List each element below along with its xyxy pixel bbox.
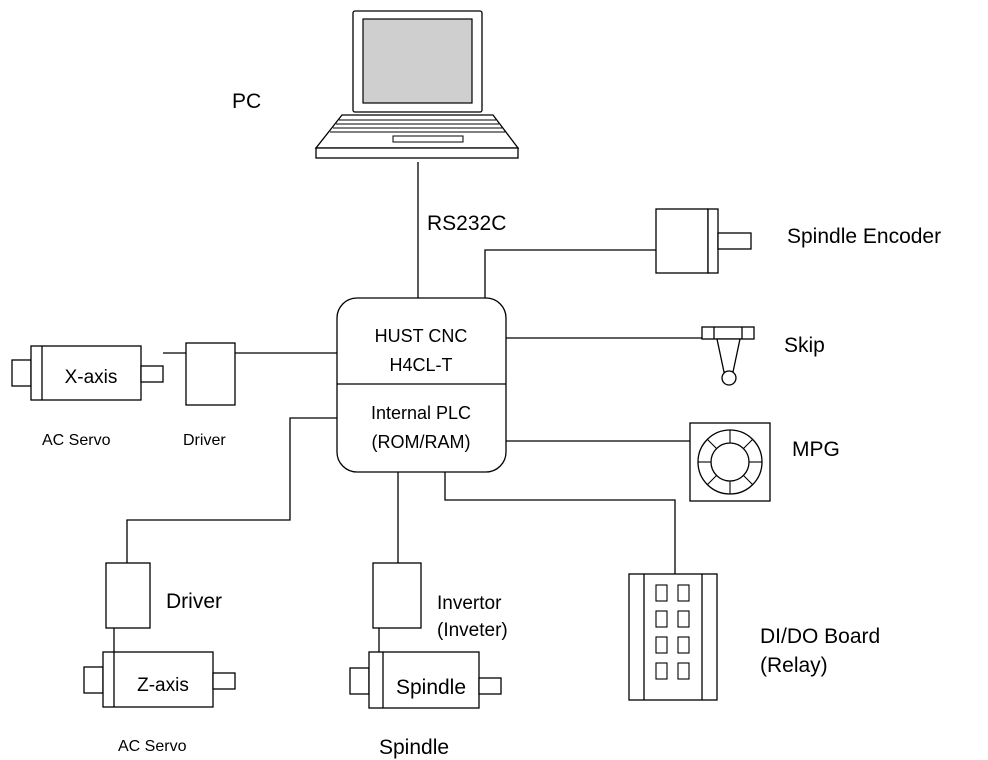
z-axis-servo-icon: Z-axis <box>83 651 236 708</box>
plc-name: Internal PLC <box>371 403 471 423</box>
z-servo-body <box>102 651 214 708</box>
spindle-encoder-icon <box>655 208 752 274</box>
z-axis-label: Z-axis <box>137 675 189 696</box>
skip-probe-icon <box>701 326 755 386</box>
connection-lines <box>113 162 702 652</box>
spindle-motor-label: Spindle <box>396 676 466 699</box>
z-servo-shaft <box>212 672 236 690</box>
laptop-screen <box>362 18 473 104</box>
mpg-label: MPG <box>792 438 840 461</box>
probe-head <box>701 326 755 340</box>
x-axis-servo-icon: X-axis <box>11 345 164 401</box>
x-servo-shaft <box>140 365 164 383</box>
x-axis-label: X-axis <box>65 367 118 388</box>
controller-name: HUST CNC <box>375 326 468 346</box>
x-ac-servo-label: AC Servo <box>42 432 111 449</box>
controller-model: H4CL-T <box>389 355 452 375</box>
skip-label: Skip <box>784 334 825 357</box>
mpg-handwheel-icon <box>689 422 771 502</box>
laptop-touchpad <box>392 135 464 143</box>
z-ac-servo-label: AC Servo <box>118 738 187 755</box>
dido-board-frame <box>628 573 718 701</box>
controller-box <box>336 297 507 473</box>
spindle-body <box>368 651 480 709</box>
dido-relay-label: (Relay) <box>760 654 828 677</box>
x-driver-label: Driver <box>183 432 226 449</box>
laptop-base <box>315 147 519 159</box>
spindle-rear-cap <box>349 667 370 695</box>
plc-memory: (ROM/RAM) <box>372 432 471 452</box>
invertor-label: Invertor <box>437 593 502 614</box>
z-servo-rear-cap <box>83 666 104 694</box>
x-servo-rear-cap <box>11 359 32 387</box>
encoder-connection-line <box>484 249 656 298</box>
dido-board-icon <box>628 573 718 701</box>
invertor-box <box>372 562 422 629</box>
spindle-encoder-label: Spindle Encoder <box>787 225 941 248</box>
encoder-flange <box>707 208 719 274</box>
spindle-caption: Spindle <box>379 736 449 759</box>
probe-stylus <box>716 338 741 373</box>
rs232c-label: RS232C <box>427 212 506 235</box>
x-driver-box <box>185 342 236 406</box>
z-driver-box <box>105 562 151 629</box>
pc-label: PC <box>232 90 261 113</box>
encoder-shaft <box>717 232 752 250</box>
encoder-body <box>655 208 709 274</box>
dido-connection-line <box>444 472 676 578</box>
x-servo-body <box>30 345 142 401</box>
laptop-icon <box>314 10 520 159</box>
cnc-controller: HUST CNC H4CL-T Internal PLC (ROM/RAM) <box>336 297 507 473</box>
z-driver-connection-line <box>126 417 337 563</box>
dido-board-label: DI/DO Board <box>760 625 880 648</box>
spindle-motor-icon: Spindle <box>349 651 502 709</box>
probe-tip <box>721 370 737 386</box>
z-driver-label: Driver <box>166 590 222 613</box>
inveter-label: (Inveter) <box>437 620 508 641</box>
spindle-shaft <box>478 677 502 695</box>
